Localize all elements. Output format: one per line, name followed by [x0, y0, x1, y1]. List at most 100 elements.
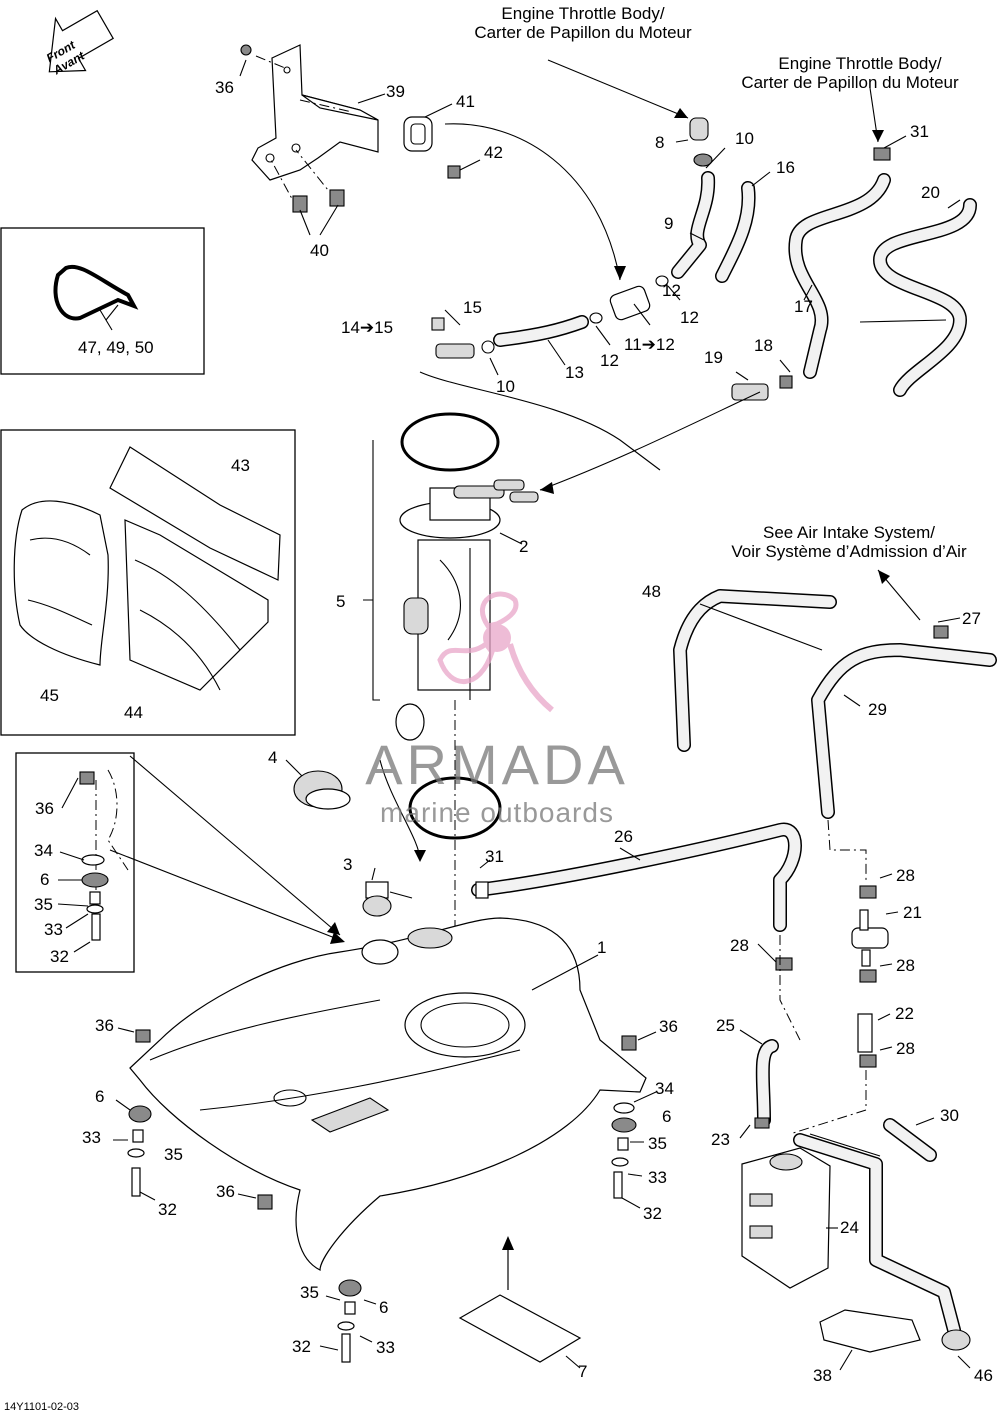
armada-watermark: ARMADA marine outboards — [365, 591, 629, 828]
fuel-tank — [129, 917, 647, 1271]
assembly-arrows — [109, 59, 921, 1290]
front-direction-arrow: Front Avant — [44, 9, 114, 78]
heat-shield-45 — [13, 500, 109, 666]
label-part-32-inset: 32 — [50, 947, 69, 966]
label-part-32-bottom: 32 — [292, 1337, 311, 1356]
hose-30 — [883, 1118, 937, 1162]
label-part-36-right: 36 — [659, 1017, 678, 1036]
grommet-41 — [403, 116, 461, 179]
check-valve-21 — [775, 885, 889, 1068]
label-part-35-right: 35 — [648, 1134, 667, 1153]
canister-strap-38 — [819, 1309, 921, 1353]
label-part-27: 27 — [962, 609, 981, 628]
label-part-9: 9 — [664, 214, 673, 233]
routing-dash-lines — [779, 819, 867, 1135]
label-part-12-b: 12 — [662, 281, 681, 300]
label-part-6-left: 6 — [95, 1087, 104, 1106]
hose-25 — [755, 1039, 779, 1127]
label-part-10-top: 10 — [735, 129, 754, 148]
label-part-28-b: 28 — [730, 936, 749, 955]
mounting-bracket — [240, 44, 379, 213]
label-part-33-right: 33 — [648, 1168, 667, 1187]
heat-shield-43 — [109, 446, 281, 581]
part-labels: 1 2 3 4 5 6 6 6 6 7 8 9 10 10 11➔12 12 1… — [34, 78, 993, 1385]
clamp-27 — [933, 625, 949, 639]
label-part-6-bottom: 6 — [379, 1298, 388, 1317]
clamp-31-lower — [475, 881, 489, 899]
hose-48 — [673, 589, 837, 752]
grommet-46 — [941, 1329, 971, 1351]
label-part-28-d: 28 — [896, 1039, 915, 1058]
label-part-43: 43 — [231, 456, 250, 475]
label-part-16: 16 — [776, 158, 795, 177]
hose-17 — [788, 173, 891, 379]
label-part-11-12: 11➔12 — [624, 335, 675, 354]
label-part-36-bracket: 36 — [215, 78, 234, 97]
label-part-36-inset: 36 — [35, 799, 54, 818]
heat-shield-44 — [124, 519, 269, 691]
tank-hardware-right — [611, 1035, 637, 1199]
throttle-body-title-a-line2: Carter de Papillon du Moteur — [474, 23, 692, 42]
figure-code: 14Y1101-02-03 — [4, 1401, 79, 1413]
evap-canister — [741, 1117, 831, 1289]
vent-hose-26 — [471, 822, 802, 932]
label-part-28-c: 28 — [896, 956, 915, 975]
label-part-15: 15 — [463, 298, 482, 317]
label-part-26: 26 — [614, 827, 633, 846]
tank-hardware-bottom — [257, 1194, 362, 1363]
clamp-31 — [873, 147, 891, 161]
hose-16 — [715, 181, 756, 283]
fuel-pump-module — [395, 412, 539, 940]
tank-o-ring — [408, 776, 502, 840]
label-part-1: 1 — [597, 938, 606, 957]
label-part-33-inset: 33 — [44, 920, 63, 939]
air-intake-title-line2: Voir Système d’Admission d’Air — [731, 542, 967, 561]
label-part-12-a: 12 — [680, 308, 699, 327]
air-intake-title-line1: See Air Intake System/ — [763, 523, 935, 542]
label-part-10-bottom: 10 — [496, 377, 515, 396]
inset-box-clamp — [0, 227, 205, 375]
leader-lines — [57, 59, 971, 1371]
label-part-40: 40 — [310, 241, 329, 260]
label-part-36-bottom: 36 — [216, 1182, 235, 1201]
label-part-14-15: 14➔15 — [341, 318, 393, 337]
label-part-32-left: 32 — [158, 1200, 177, 1219]
label-part-35-left: 35 — [164, 1145, 183, 1164]
tank-hardware-left — [127, 1029, 152, 1197]
watermark-brand: ARMADA — [365, 733, 629, 796]
label-part-17: 17 — [794, 297, 813, 316]
label-part-3: 3 — [343, 855, 352, 874]
fitting-19 — [731, 375, 793, 401]
inset-box-hardware — [15, 752, 135, 973]
label-part-6-right: 6 — [662, 1107, 671, 1126]
label-part-24: 24 — [840, 1218, 859, 1237]
hose-13 — [493, 315, 589, 347]
label-part-47-49-50: 47, 49, 50 — [78, 338, 154, 357]
hose-clamp-47 — [53, 264, 139, 321]
label-part-29: 29 — [868, 700, 887, 719]
hose-20 — [873, 198, 977, 397]
label-part-20: 20 — [921, 183, 940, 202]
tank-pad — [458, 1294, 582, 1363]
throttle-body-title-b-line1: Engine Throttle Body/ — [778, 54, 941, 73]
label-part-30: 30 — [940, 1106, 959, 1125]
label-part-5: 5 — [336, 592, 345, 611]
inset-box-heat-shields — [0, 429, 296, 736]
label-part-45: 45 — [40, 686, 59, 705]
inset-hardware-stack — [79, 769, 129, 941]
label-part-25: 25 — [716, 1016, 735, 1035]
label-part-28-a: 28 — [896, 866, 915, 885]
label-part-23: 23 — [711, 1130, 730, 1149]
canister-outlet-hose — [793, 1133, 961, 1337]
label-part-18: 18 — [754, 336, 773, 355]
label-part-33-bottom: 33 — [376, 1338, 395, 1357]
label-part-21: 21 — [903, 903, 922, 922]
label-part-35-inset: 35 — [34, 895, 53, 914]
fitting-8 — [689, 117, 713, 167]
throttle-body-title-a-line1: Engine Throttle Body/ — [501, 4, 664, 23]
label-part-13: 13 — [565, 363, 584, 382]
label-part-39: 39 — [386, 82, 405, 101]
hose-9 — [671, 171, 716, 279]
label-part-31-top: 31 — [910, 122, 929, 141]
